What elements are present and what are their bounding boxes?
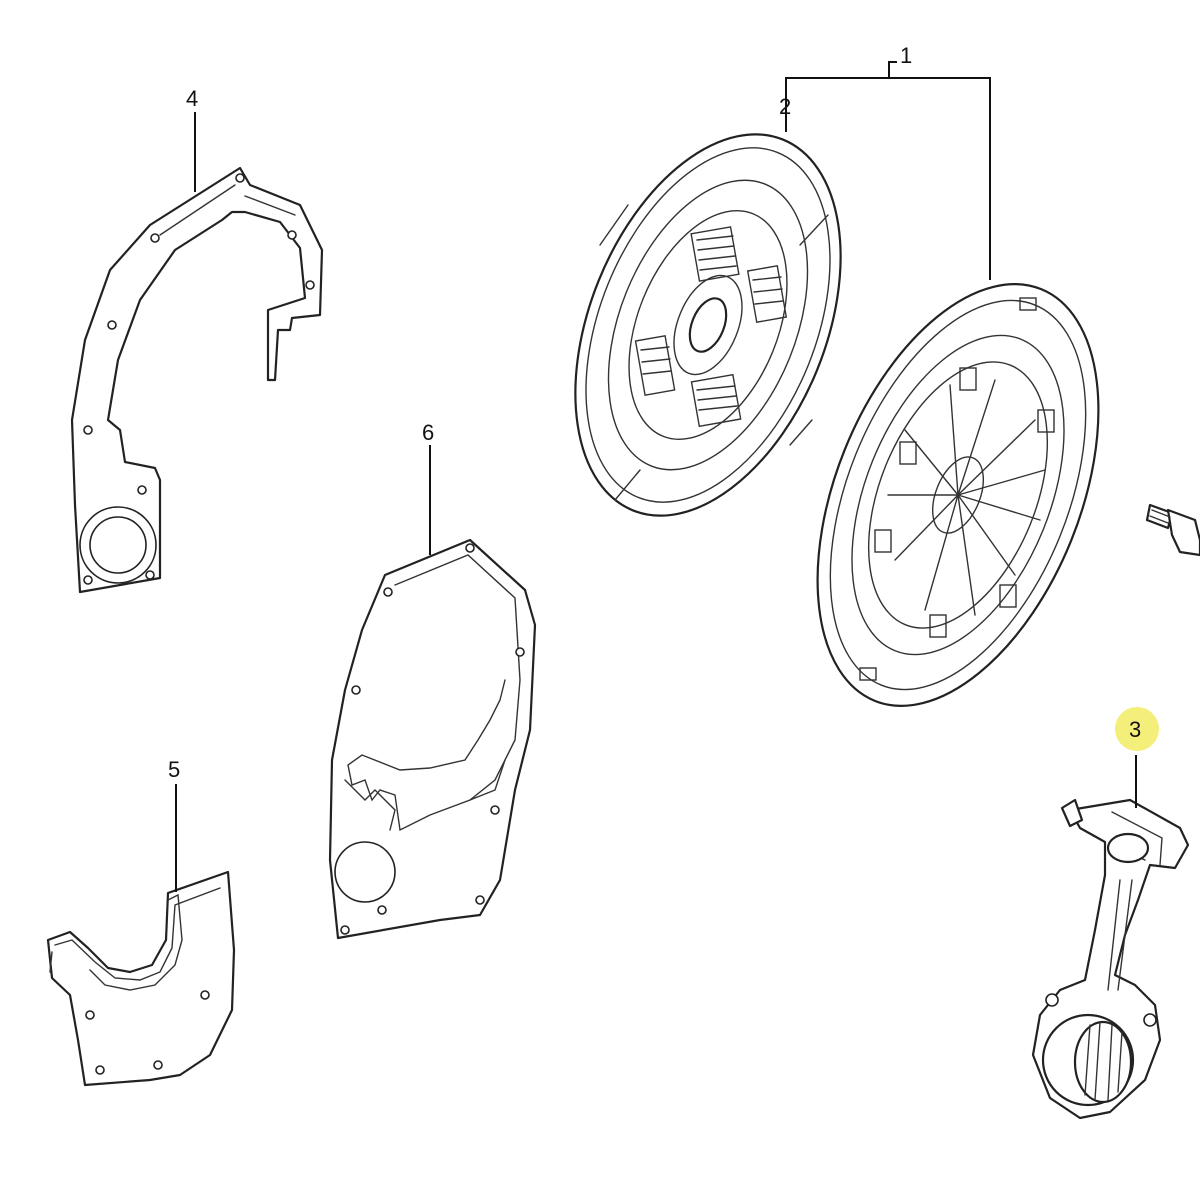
callout-3[interactable]: 3 (1129, 717, 1141, 742)
part-5-lower-cover[interactable] (46, 870, 236, 1087)
callout-3-highlight (1115, 707, 1159, 751)
callout-1[interactable]: 1 (900, 43, 912, 68)
bolt[interactable] (1145, 503, 1200, 557)
callout-2[interactable]: 2 (779, 94, 791, 119)
part-6-plate-gasket[interactable] (328, 538, 537, 940)
leader-lines (175, 61, 1137, 892)
callout-5[interactable]: 5 (168, 757, 180, 782)
part-4-cover-gasket[interactable] (70, 166, 324, 594)
callout-4[interactable]: 4 (186, 86, 198, 111)
part-1-pressure-plate[interactable] (762, 243, 1155, 746)
callout-6[interactable]: 6 (422, 420, 434, 445)
part-3-slave-cylinder[interactable] (1031, 798, 1190, 1120)
